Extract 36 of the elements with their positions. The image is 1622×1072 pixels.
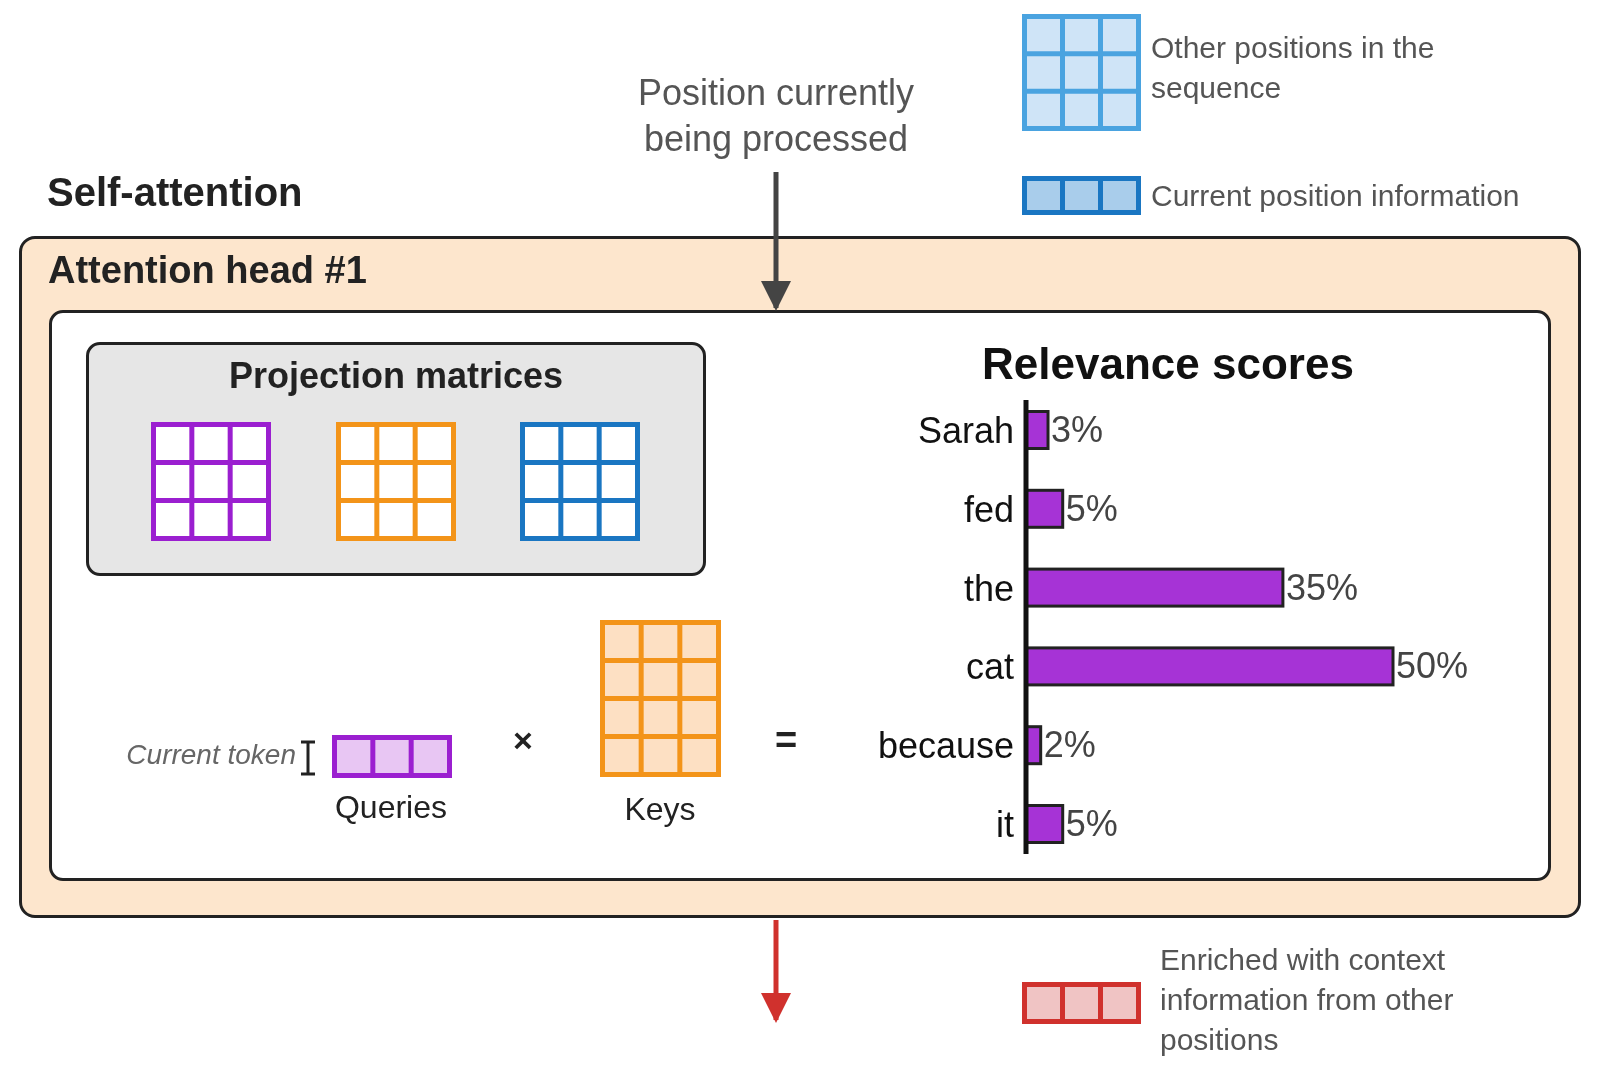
value-label: 3 xyxy=(1051,409,1072,451)
panel-title: Attention head #1 xyxy=(48,249,367,292)
category-label: it xyxy=(996,804,1014,845)
category-label: Sarah xyxy=(917,410,1014,451)
unit-label: % xyxy=(1085,803,1118,845)
value-label: 35 xyxy=(1285,566,1326,609)
legend-text: Current position information xyxy=(1151,178,1521,214)
attention-head-panel xyxy=(19,236,1581,918)
arrow xyxy=(761,920,791,1023)
unit-label: % xyxy=(1063,724,1096,767)
unit-label: % xyxy=(1436,645,1469,688)
caption-text: Current token xyxy=(125,738,296,772)
unit-label: % xyxy=(1085,487,1118,530)
equals-sign: = xyxy=(773,718,799,763)
matrix-label: Keys xyxy=(623,790,697,829)
multiply-sign: × xyxy=(512,720,534,761)
value-label: 5 xyxy=(1065,803,1086,845)
legend-text: Enriched with context information from other positions xyxy=(1160,942,1455,1058)
projection-panel xyxy=(86,342,706,576)
value-label: 50 xyxy=(1396,645,1437,688)
content-panel xyxy=(49,310,1551,881)
legend-text: Other positions in the sequence xyxy=(1151,30,1436,106)
unit-label: % xyxy=(1325,566,1358,609)
category-label: cat xyxy=(965,646,1014,688)
category-label: because xyxy=(877,725,1014,767)
unit-label: % xyxy=(1071,409,1104,451)
arrow xyxy=(761,172,791,311)
category-label: fed xyxy=(963,488,1014,530)
category-label: the xyxy=(963,567,1014,609)
value-label: 5 xyxy=(1065,487,1086,530)
matrix-label: Queries xyxy=(333,788,448,827)
chart-title: Relevance scores xyxy=(982,339,1354,388)
diagram-title: Self-attention xyxy=(47,170,303,215)
value-label: 2 xyxy=(1043,724,1064,767)
annotation-text: Position currently being processed xyxy=(590,70,962,170)
panel-title: Projection matrices xyxy=(227,355,565,397)
